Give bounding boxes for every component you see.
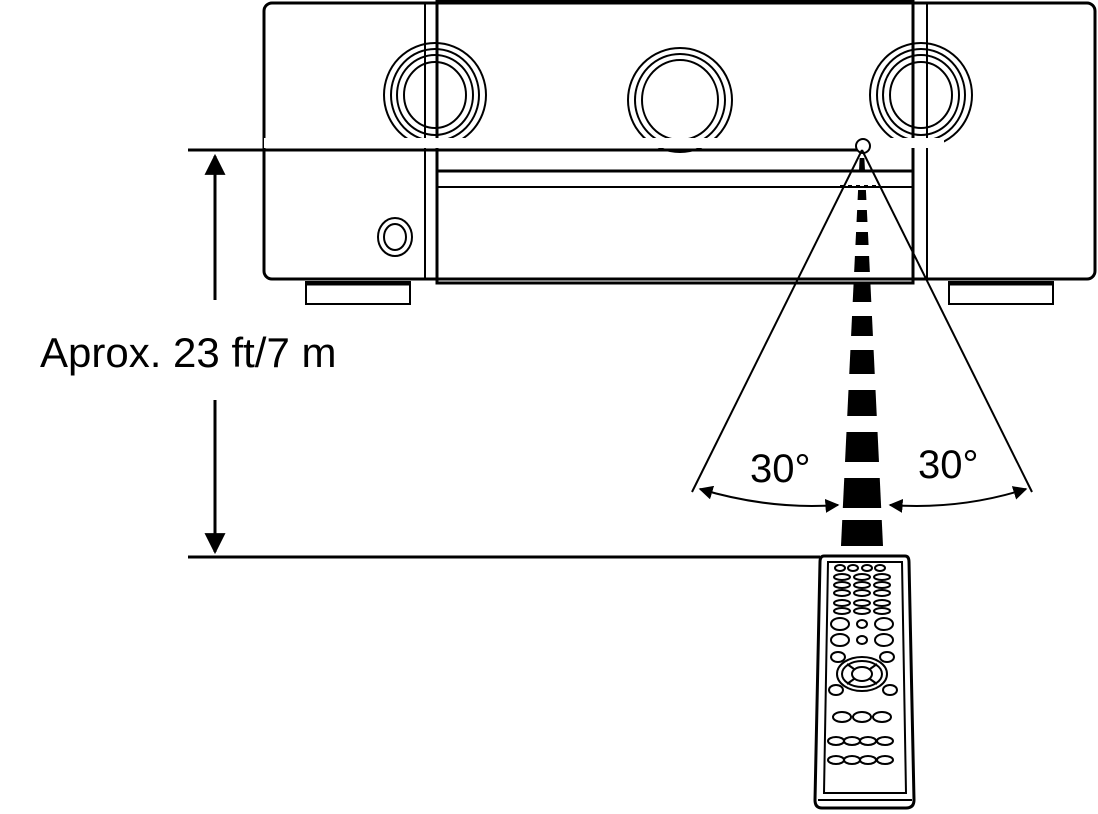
remote-button bbox=[853, 589, 871, 597]
remote-button bbox=[873, 581, 891, 589]
right-foot bbox=[948, 281, 1054, 305]
remote-button bbox=[830, 651, 846, 663]
remote-button bbox=[874, 633, 894, 647]
remote-button bbox=[882, 684, 898, 696]
beam-segment bbox=[840, 520, 884, 546]
remote-control bbox=[813, 554, 916, 810]
reception-cone bbox=[691, 149, 1033, 493]
remote-button bbox=[873, 573, 891, 581]
left-angle-arc bbox=[698, 485, 840, 513]
right-angle-arc bbox=[888, 486, 1028, 513]
beam-segment bbox=[854, 256, 870, 272]
remote-button bbox=[830, 633, 850, 647]
left-foot bbox=[305, 281, 411, 305]
remote-button bbox=[853, 607, 871, 615]
beam-segment bbox=[847, 390, 877, 416]
remote-button bbox=[828, 684, 844, 696]
distance-label: Aprox. 23 ft/7 m bbox=[40, 329, 336, 376]
remote-button bbox=[879, 651, 895, 663]
beam-segment bbox=[851, 316, 873, 336]
ir-beam bbox=[840, 158, 884, 546]
remote-button bbox=[843, 736, 861, 746]
remote-button bbox=[873, 599, 891, 607]
remote-button bbox=[859, 736, 877, 746]
angle-left-label: 30° bbox=[750, 447, 811, 491]
remote-button bbox=[833, 573, 851, 581]
angle-right-label: 30° bbox=[918, 443, 979, 487]
remote-button bbox=[833, 589, 851, 597]
remote-dpad bbox=[836, 656, 888, 692]
left-knob bbox=[383, 42, 487, 148]
right-knob bbox=[869, 42, 973, 148]
beam-segment bbox=[849, 350, 875, 374]
remote-button bbox=[827, 736, 845, 746]
remote-button bbox=[874, 564, 886, 572]
center-knob bbox=[627, 47, 733, 153]
av-receiver bbox=[262, 0, 1097, 305]
remote-button bbox=[856, 635, 868, 645]
remote-button bbox=[861, 564, 873, 572]
beam-segment bbox=[842, 478, 882, 508]
remote-button bbox=[833, 607, 851, 615]
remote-button bbox=[847, 564, 859, 572]
remote-button bbox=[852, 711, 872, 723]
remote-buttons bbox=[827, 564, 898, 765]
beam-segment bbox=[859, 158, 865, 170]
remote-button bbox=[856, 619, 868, 629]
remote-button bbox=[872, 711, 892, 723]
remote-button bbox=[843, 755, 861, 765]
remote-button bbox=[853, 599, 871, 607]
remote-button bbox=[873, 607, 891, 615]
beam-segment bbox=[856, 210, 868, 222]
beam-segment bbox=[855, 232, 869, 245]
remote-button bbox=[834, 564, 846, 572]
beam-segment bbox=[852, 284, 872, 302]
remote-button bbox=[853, 581, 871, 589]
remote-button bbox=[833, 599, 851, 607]
beam-segment bbox=[857, 190, 867, 200]
remote-button bbox=[859, 755, 877, 765]
remote-button bbox=[873, 589, 891, 597]
remote-button bbox=[853, 573, 871, 581]
remote-button bbox=[827, 755, 845, 765]
remote-button bbox=[876, 736, 894, 746]
remote-button bbox=[876, 755, 894, 765]
remote-button bbox=[832, 711, 852, 723]
remote-button bbox=[833, 581, 851, 589]
beam-segment bbox=[845, 432, 879, 462]
headphone-jack bbox=[377, 217, 413, 257]
remote-button bbox=[830, 617, 850, 631]
remote-button bbox=[874, 617, 894, 631]
